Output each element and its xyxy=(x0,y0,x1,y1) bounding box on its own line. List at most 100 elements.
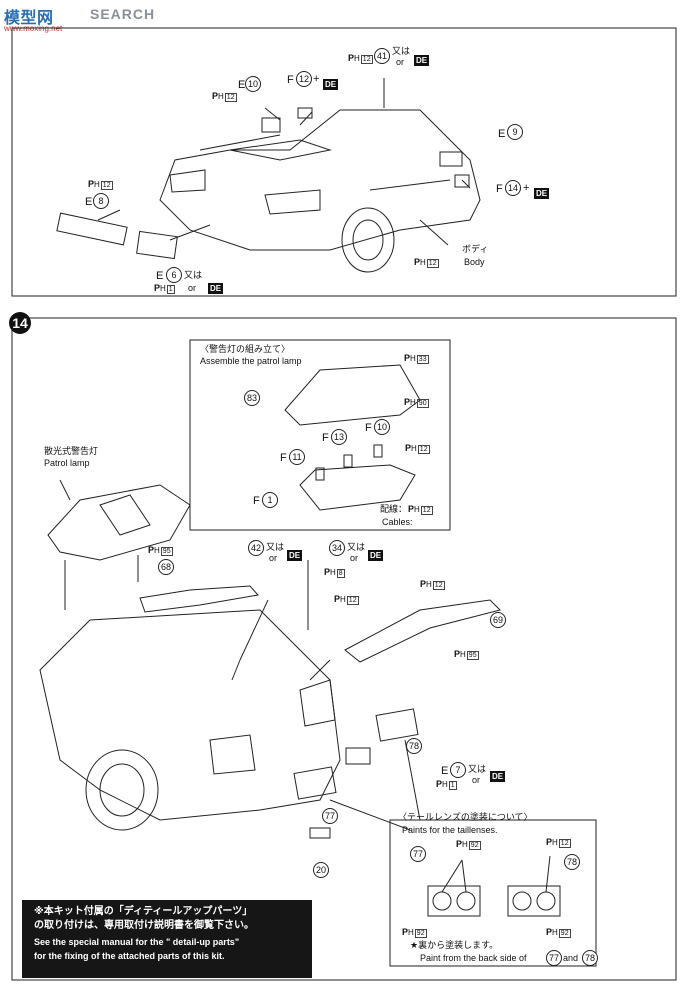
top-panel-frame xyxy=(11,27,677,297)
part-f13-number: 13 xyxy=(331,429,347,445)
label-e6: E xyxy=(156,270,164,282)
part-f12-number: 12 xyxy=(296,71,312,87)
part-e6 xyxy=(136,230,178,260)
de-badge-f14: DE xyxy=(534,188,550,199)
label-or-e6: or xyxy=(188,283,197,293)
part-77-number: 77 xyxy=(322,808,338,824)
part-20 xyxy=(309,827,331,839)
patrol-assembly-inset xyxy=(189,339,451,531)
part-e7-number: 7 xyxy=(450,762,466,778)
label-matawa-e6: 又は xyxy=(184,270,203,280)
part-20-number: 20 xyxy=(313,862,329,878)
part-69-number: 69 xyxy=(490,612,506,628)
label-matawa-42: 又は xyxy=(266,542,285,552)
notice-line-4: for the fixing of the attached parts of … xyxy=(34,951,225,961)
notice-line-3: See the special manual for the " detail-… xyxy=(34,937,240,947)
label-cables-jp: 配線： xyxy=(380,504,408,514)
taillens-back-77-number: 77 xyxy=(546,950,562,966)
de-badge-42: DE xyxy=(287,550,303,561)
de-badge-e7: DE xyxy=(490,771,506,782)
front-car-body xyxy=(159,109,481,251)
part-78-number: 78 xyxy=(406,738,422,754)
label-f12: F xyxy=(287,74,294,86)
detail-up-notice: ※本キット付属の「ディティールアップパーツ」 の取り付けは、専用取付け説明書を御… xyxy=(22,900,312,978)
taillens-part-78-number: 78 xyxy=(564,854,580,870)
label-matawa-e7: 又は xyxy=(468,764,487,774)
label-f1: F xyxy=(253,495,260,507)
label-matawa-41: 又は xyxy=(392,46,411,56)
part-42-antenna xyxy=(239,599,269,661)
label-or-e7: or xyxy=(472,775,481,785)
logo-main-text: 模型网 xyxy=(4,10,54,27)
label-plus-f14: + xyxy=(523,182,530,194)
part-68-number: 68 xyxy=(158,559,174,575)
part-e6-number: 6 xyxy=(166,267,182,283)
label-or-41: or xyxy=(396,57,405,67)
label-e8: E xyxy=(85,196,93,208)
taillens-back-jp: ★裏から塗装します。 xyxy=(410,940,499,950)
label-or-34: or xyxy=(350,553,359,563)
label-f10: F xyxy=(365,422,372,434)
taillens-back-78-number: 78 xyxy=(582,950,598,966)
rear-wheel xyxy=(85,749,159,831)
notice-line-2: の取り付けは、専用取付け説明書を御覧下さい。 xyxy=(34,920,254,931)
label-body-en: Body xyxy=(464,257,485,267)
part-41-number: 41 xyxy=(374,48,390,64)
de-badge-34: DE xyxy=(368,550,384,561)
patrol-assembly-title-en: Assemble the patrol lamp xyxy=(200,356,302,366)
label-e10: E xyxy=(238,79,246,91)
label-e9: E xyxy=(498,128,506,140)
part-42-number: 42 xyxy=(248,540,264,556)
patrol-lamp-jp: 散光式警告灯 xyxy=(44,446,99,456)
part-68-spoiler xyxy=(139,585,259,613)
label-or-42: or xyxy=(269,553,278,563)
bottom-panel-frame xyxy=(11,317,677,981)
part-34-number: 34 xyxy=(329,540,345,556)
taillens-and: and xyxy=(563,953,579,963)
label-f11: F xyxy=(280,452,287,464)
taillens-part-77-number: 77 xyxy=(410,846,426,862)
part-f11-number: 11 xyxy=(289,449,305,465)
part-e9 xyxy=(439,151,463,167)
label-f13: F xyxy=(322,432,329,444)
part-e8 xyxy=(56,212,128,246)
part-f10-number: 10 xyxy=(374,419,390,435)
part-78-taillight xyxy=(375,708,419,742)
taillens-title-jp: 〈テールレンズの塗装について〉 xyxy=(398,812,533,822)
taillens-title-en: Paints for the taillenses. xyxy=(402,825,498,835)
de-badge-41: DE xyxy=(414,55,430,66)
patrol-lamp-en: Patrol lamp xyxy=(44,458,90,468)
logo-sub-text: SEARCH xyxy=(90,6,156,22)
notice-line-1: ※本キット付属の「ディティールアップパーツ」 xyxy=(34,906,253,917)
part-f1-number: 1 xyxy=(262,492,278,508)
label-f14: F xyxy=(496,183,503,195)
de-badge-e6: DE xyxy=(208,283,224,294)
part-83-number: 83 xyxy=(244,390,260,406)
taillens-back-en: Paint from the back side of xyxy=(420,953,527,963)
part-f14-number: 14 xyxy=(505,180,521,196)
patrol-lamp-large xyxy=(47,484,191,561)
label-body-jp: ボディ xyxy=(462,244,489,254)
label-e7: E xyxy=(441,765,449,777)
part-e7 xyxy=(345,747,371,765)
